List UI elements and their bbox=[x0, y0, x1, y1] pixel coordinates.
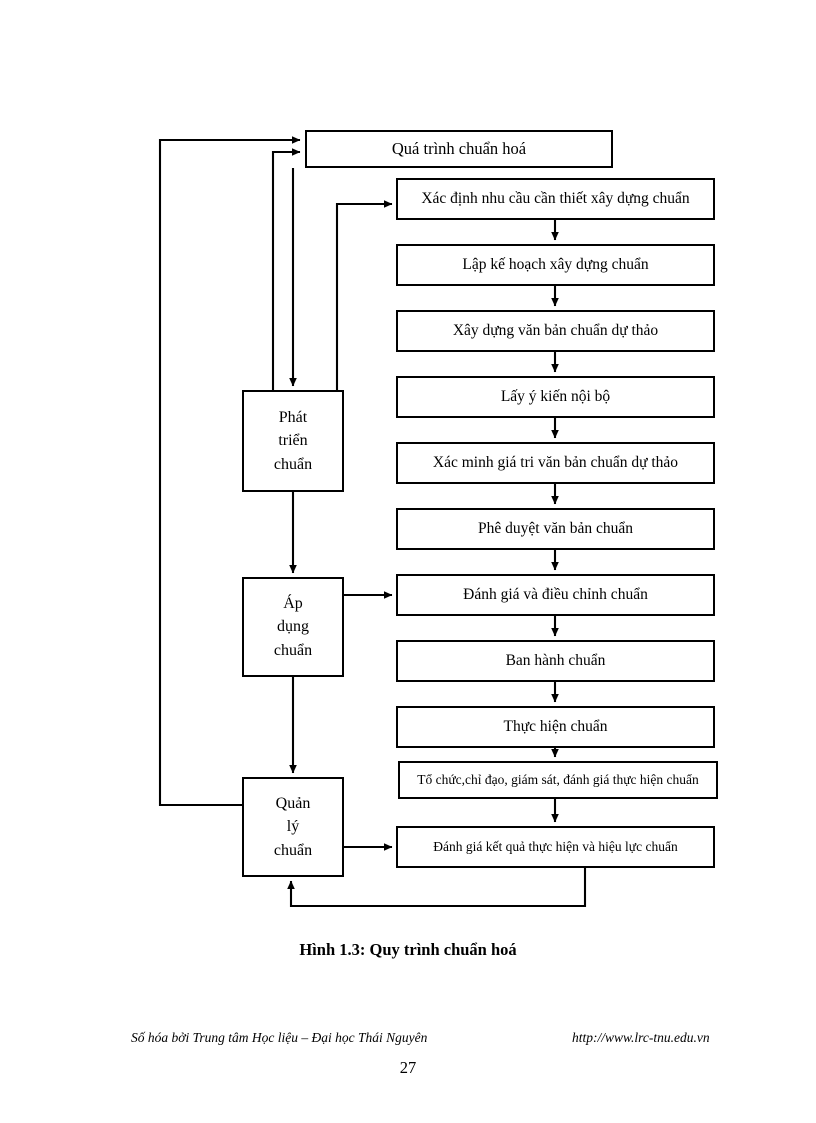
node-label-line-3: chuẩn bbox=[273, 841, 313, 859]
node-step-4[interactable]: Lấy ý kiến nội bộ bbox=[396, 376, 715, 418]
node-step-1[interactable]: Xác định nhu cầu cần thiết xây dựng chuẩ… bbox=[396, 178, 715, 220]
node-label: Quá trình chuẩn hoá bbox=[391, 138, 527, 158]
node-label: Xác định nhu cầu cần thiết xây dựng chuẩ… bbox=[421, 190, 690, 208]
node-step-7[interactable]: Đánh giá và điều chỉnh chuẩn bbox=[396, 574, 715, 616]
node-step-11[interactable]: Đánh giá kết quả thực hiện và hiệu lực c… bbox=[396, 826, 715, 868]
node-label-line-2: dụng bbox=[277, 618, 309, 636]
node-label-line-1: Phát bbox=[278, 409, 308, 427]
node-label-line-2: lý bbox=[286, 818, 300, 836]
node-label: Xác minh giá tri văn bản chuẩn dự thảo bbox=[432, 454, 679, 472]
page-number: 27 bbox=[399, 1058, 417, 1077]
node-phat-trien-chuan[interactable]: Phát triển chuẩn bbox=[242, 390, 344, 492]
node-label: Tổ chức,chỉ đạo, giám sát, đánh giá thực… bbox=[417, 771, 699, 787]
node-label: Phê duyệt văn bản chuẩn bbox=[478, 520, 633, 538]
node-step-5[interactable]: Xác minh giá tri văn bản chuẩn dự thảo bbox=[396, 442, 715, 484]
node-step-9[interactable]: Thực hiện chuẩn bbox=[396, 706, 715, 748]
node-label-line-1: Quản bbox=[275, 795, 311, 813]
edge-long-feedback-to-header bbox=[158, 136, 301, 807]
node-step-6[interactable]: Phê duyệt văn bản chuẩn bbox=[396, 508, 715, 550]
node-header[interactable]: Quá trình chuẩn hoá bbox=[305, 130, 613, 168]
figure-caption: Hình 1.3: Quy trình chuẩn hoá bbox=[299, 940, 517, 959]
node-label: Lấy ý kiến nội bộ bbox=[500, 388, 611, 406]
node-step-8[interactable]: Ban hành chuẩn bbox=[396, 640, 715, 682]
node-label-line-2: triển bbox=[278, 432, 308, 450]
footer-institution: Số hóa bởi Trung tâm Học liệu – Đại học … bbox=[131, 1030, 428, 1045]
node-label-line-3: chuẩn bbox=[273, 455, 313, 473]
node-label: Lập kế hoạch xây dựng chuẩn bbox=[462, 256, 649, 274]
node-label: Xây dựng văn bản chuẩn dự thảo bbox=[452, 322, 659, 340]
node-label: Ban hành chuẩn bbox=[505, 652, 606, 670]
node-ap-dung-chuan[interactable]: Áp dụng chuẩn bbox=[242, 577, 344, 677]
node-label-line-1: Áp bbox=[283, 595, 303, 613]
edge-phat-trien-to-s1 bbox=[335, 200, 393, 390]
node-label: Đánh giá kết quả thực hiện và hiệu lực c… bbox=[433, 838, 678, 854]
node-step-10[interactable]: Tổ chức,chỉ đạo, giám sát, đánh giá thực… bbox=[398, 761, 718, 799]
node-label: Đánh giá và điều chỉnh chuẩn bbox=[463, 586, 648, 604]
node-label: Thực hiện chuẩn bbox=[503, 718, 608, 736]
edge-short-feedback-to-header bbox=[271, 148, 301, 392]
node-step-2[interactable]: Lập kế hoạch xây dựng chuẩn bbox=[396, 244, 715, 286]
node-step-3[interactable]: Xây dựng văn bản chuẩn dự thảo bbox=[396, 310, 715, 352]
node-quan-ly-chuan[interactable]: Quản lý chuẩn bbox=[242, 777, 344, 877]
footer-url[interactable]: http://www.lrc-tnu.edu.vn bbox=[572, 1030, 710, 1045]
node-label-line-3: chuẩn bbox=[273, 641, 313, 659]
edge-bottom-feedback-to-quan-ly bbox=[287, 868, 587, 908]
